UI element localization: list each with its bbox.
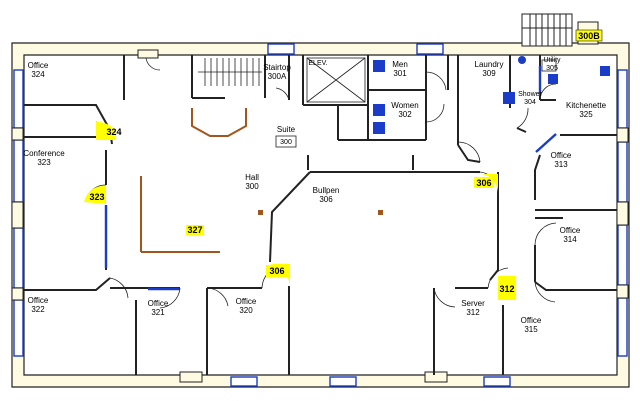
label-suite-number: 300: [280, 139, 292, 146]
tag-323: 323: [89, 192, 104, 202]
label-office-313-name: Office: [551, 151, 572, 160]
label-women-name: Women: [391, 101, 418, 110]
label-stairtop-name: Stairtop: [263, 63, 291, 72]
fixture-icons: [373, 56, 610, 134]
label-hall-number: 300: [245, 182, 259, 191]
label-office-321-name: Office: [148, 299, 169, 308]
utility-sink-icon: [541, 59, 557, 72]
label-server-name: Server: [461, 299, 485, 308]
label-utility-name: Utility: [543, 57, 561, 64]
label-shower-name: Shower: [518, 91, 542, 98]
tag-324: 324: [106, 127, 121, 137]
label-conference-number: 323: [37, 158, 51, 167]
label-suite-name: Suite: [277, 125, 296, 134]
label-office-320-name: Office: [236, 297, 257, 306]
tag-312: 312: [499, 284, 514, 294]
blue-partitions: [104, 66, 557, 291]
tag-306a: 306: [476, 178, 491, 188]
label-office-315-number: 315: [524, 325, 538, 334]
exterior-wall: [11, 42, 630, 388]
tag-300b-bg: [575, 29, 603, 42]
tag-323-bg: [84, 185, 106, 204]
tag-306b: 306: [269, 266, 284, 276]
cabinetry: [140, 108, 247, 253]
label-office-314-name: Office: [560, 226, 581, 235]
label-women-number: 302: [398, 110, 412, 119]
sink-icon-women: [373, 122, 385, 134]
windows: [13, 43, 628, 387]
label-elevator: ELEV.: [308, 60, 327, 67]
label-stairtop-number: 300A: [268, 72, 287, 81]
tag-324-bg: [96, 121, 116, 140]
label-shower-number: 304: [524, 99, 536, 106]
label-kitchenette-name: Kitchenette: [566, 101, 607, 110]
room-labels: Office 324 Stairtop 300A ELEV. Men 301 W…: [23, 57, 606, 334]
toilet-icon-300b: [600, 66, 610, 76]
label-office-322-number: 322: [31, 305, 45, 314]
stairtop-stairs: [198, 58, 262, 86]
label-office-322-name: Office: [28, 296, 49, 305]
label-office-321-number: 321: [151, 308, 165, 317]
label-utility-number: 305: [546, 65, 558, 72]
elevator-shaft: [306, 57, 366, 103]
label-kitchenette-number: 325: [579, 110, 593, 119]
wall-piers: [11, 49, 629, 383]
tag-312-bg: [498, 276, 516, 300]
toilet-icon-men: [373, 60, 385, 72]
tag-300b: 300B: [578, 31, 600, 41]
label-men-number: 301: [393, 69, 407, 78]
label-office-313-number: 313: [554, 160, 568, 169]
suite-number-box: [275, 135, 297, 148]
stair-tower: [521, 13, 599, 47]
label-bullpen-number: 306: [319, 195, 333, 204]
label-conference-name: Conference: [23, 149, 65, 158]
posts: [258, 210, 383, 215]
label-bullpen-name: Bullpen: [313, 186, 340, 195]
floor-drain-icon: [518, 56, 526, 64]
sink-icon-utility: [548, 74, 558, 84]
tag-327: 327: [187, 225, 202, 235]
label-server-number: 312: [466, 308, 480, 317]
label-laundry-name: Laundry: [475, 60, 504, 69]
sink-icon-shower: [503, 92, 515, 104]
label-office-324-name: Office: [28, 61, 49, 70]
label-office-315-name: Office: [521, 316, 542, 325]
label-office-314-number: 314: [563, 235, 577, 244]
label-laundry-number: 309: [482, 69, 496, 78]
tag-327-bg: [186, 225, 204, 235]
label-office-320-number: 320: [239, 306, 253, 315]
label-hall-name: Hall: [245, 173, 259, 182]
highlight-tags: 300B 324 323 327 306 306 312: [84, 29, 603, 300]
toilet-icon-women: [373, 104, 385, 116]
label-men-name: Men: [392, 60, 408, 69]
label-office-324-number: 324: [31, 70, 45, 79]
